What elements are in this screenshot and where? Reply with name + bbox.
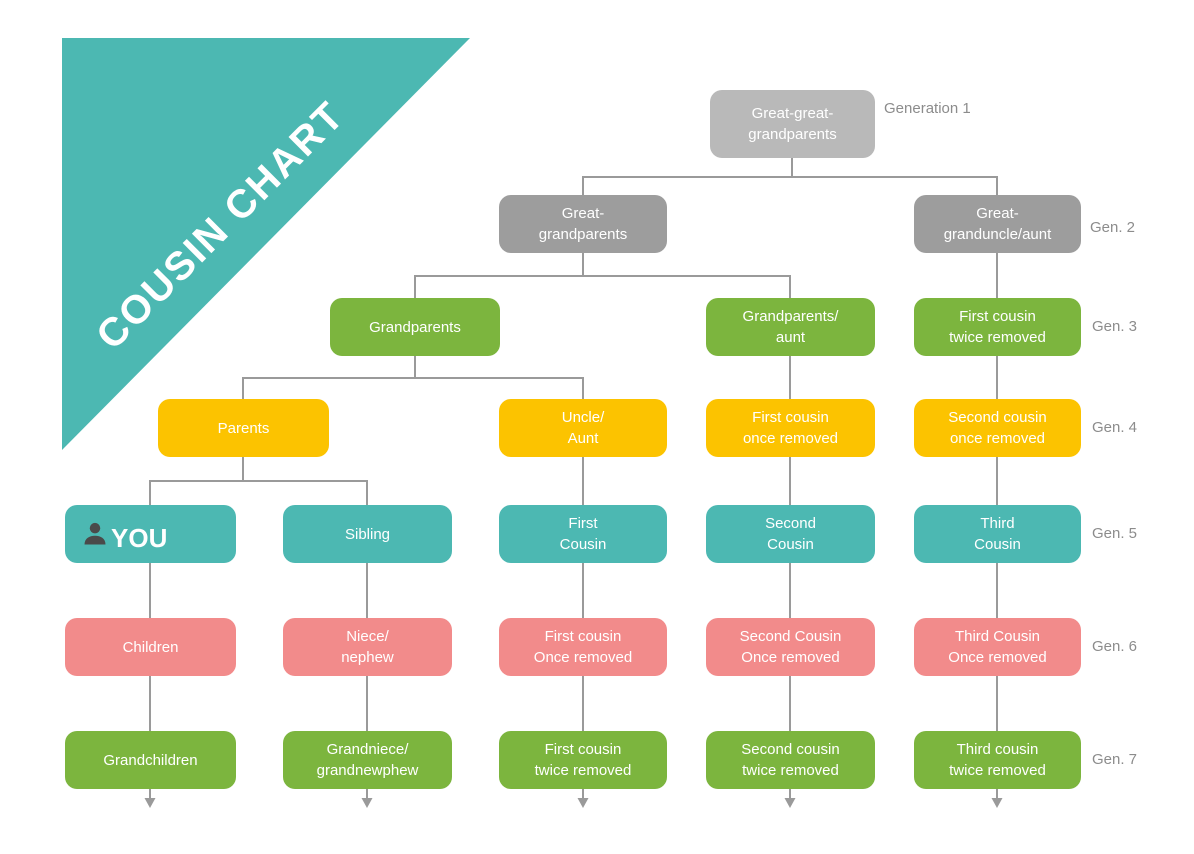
node-first-cousin: First Cousin	[499, 505, 667, 563]
node-first-cousin-once-removed-gen6: First cousin Once removed	[499, 618, 667, 676]
node-great-great-grandparents: Great-great- grandparents	[710, 90, 875, 158]
node-first-cousin-twice-removed-gen7: First cousin twice removed	[499, 731, 667, 789]
person-icon	[84, 522, 106, 545]
node-sibling: Sibling	[283, 505, 452, 563]
node-children: Children	[65, 618, 236, 676]
node-third-cousin-twice-removed: Third cousin twice removed	[914, 731, 1081, 789]
generation-label-2: Gen. 2	[1090, 219, 1136, 236]
down-arrow-icon	[144, 798, 1003, 808]
node-grandchildren: Grandchildren	[65, 731, 236, 789]
node-parents: Parents	[158, 399, 329, 457]
generation-label-6: Gen. 6	[1092, 638, 1138, 655]
node-first-cousin-twice-removed-gen3: First cousin twice removed	[914, 298, 1081, 356]
node-grandparents-aunt: Grandparents/ aunt	[706, 298, 875, 356]
generation-label-3: Gen. 3	[1092, 318, 1138, 335]
node-second-cousin: Second Cousin	[706, 505, 875, 563]
node-uncle-aunt: Uncle/ Aunt	[499, 399, 667, 457]
node-niece-nephew: Niece/ nephew	[283, 618, 452, 676]
node-third-cousin: Third Cousin	[914, 505, 1081, 563]
node-second-cousin-once-removed-gen6: Second Cousin Once removed	[706, 618, 875, 676]
generation-label-1: Generation 1	[884, 100, 971, 117]
node-you: YOU	[65, 505, 236, 563]
node-second-cousin-twice-removed: Second cousin twice removed	[706, 731, 875, 789]
generation-label-7: Gen. 7	[1092, 751, 1138, 768]
node-third-cousin-once-removed: Third Cousin Once removed	[914, 618, 1081, 676]
node-grandparents: Grandparents	[330, 298, 500, 356]
node-first-cousin-once-removed-gen4: First cousin once removed	[706, 399, 875, 457]
generation-label-4: Gen. 4	[1092, 419, 1138, 436]
banner-triangle	[62, 38, 470, 450]
generation-label-5: Gen. 5	[1092, 525, 1138, 542]
node-great-granduncle-aunt: Great- granduncle/aunt	[914, 195, 1081, 253]
you-label: YOU	[111, 522, 168, 553]
node-grandniece-grandnephew: Grandniece/ grandnewphew	[283, 731, 452, 789]
node-second-cousin-once-removed-gen4: Second cousin once removed	[914, 399, 1081, 457]
node-great-grandparents: Great- grandparents	[499, 195, 667, 253]
